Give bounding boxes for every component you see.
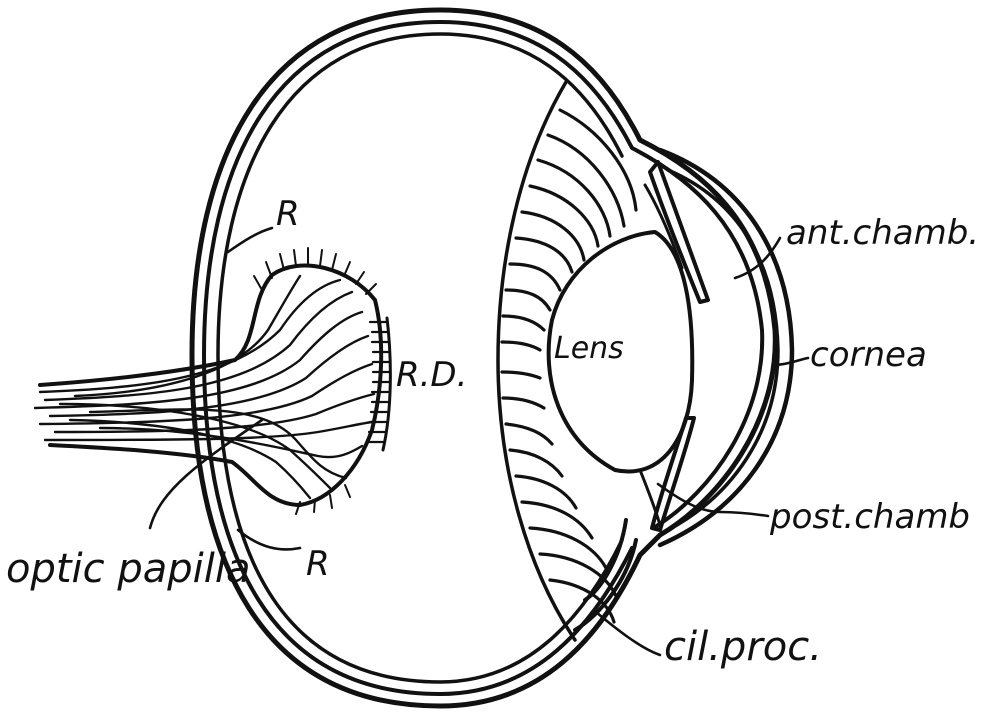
label-lens: Lens: [554, 331, 624, 366]
label-cornea: cornea: [810, 335, 927, 375]
iris-upper: [650, 162, 708, 302]
label-r-bottom: R: [306, 544, 330, 584]
ciliary-process-1: [585, 520, 626, 600]
label-cil-proc: cil.proc.: [664, 624, 822, 670]
label-optic-papilla: optic papilla: [6, 546, 251, 592]
leader-r-top: [228, 228, 272, 252]
label-post-chamb: post.chamb: [769, 497, 970, 537]
iris-lower-inner: [640, 470, 660, 525]
label-r-top: R: [276, 194, 300, 234]
label-ant-chamb: ant.chamb.: [786, 213, 979, 253]
retinal-disc-edge: [383, 318, 390, 450]
label-rd: R.D.: [396, 355, 467, 395]
cornea: [660, 150, 792, 545]
choroid-layer: [204, 22, 762, 694]
leader-cil-proc: [596, 612, 660, 655]
eyeball-coats: [192, 10, 775, 706]
iris-upper-inner: [645, 185, 682, 268]
iris: [640, 162, 708, 530]
